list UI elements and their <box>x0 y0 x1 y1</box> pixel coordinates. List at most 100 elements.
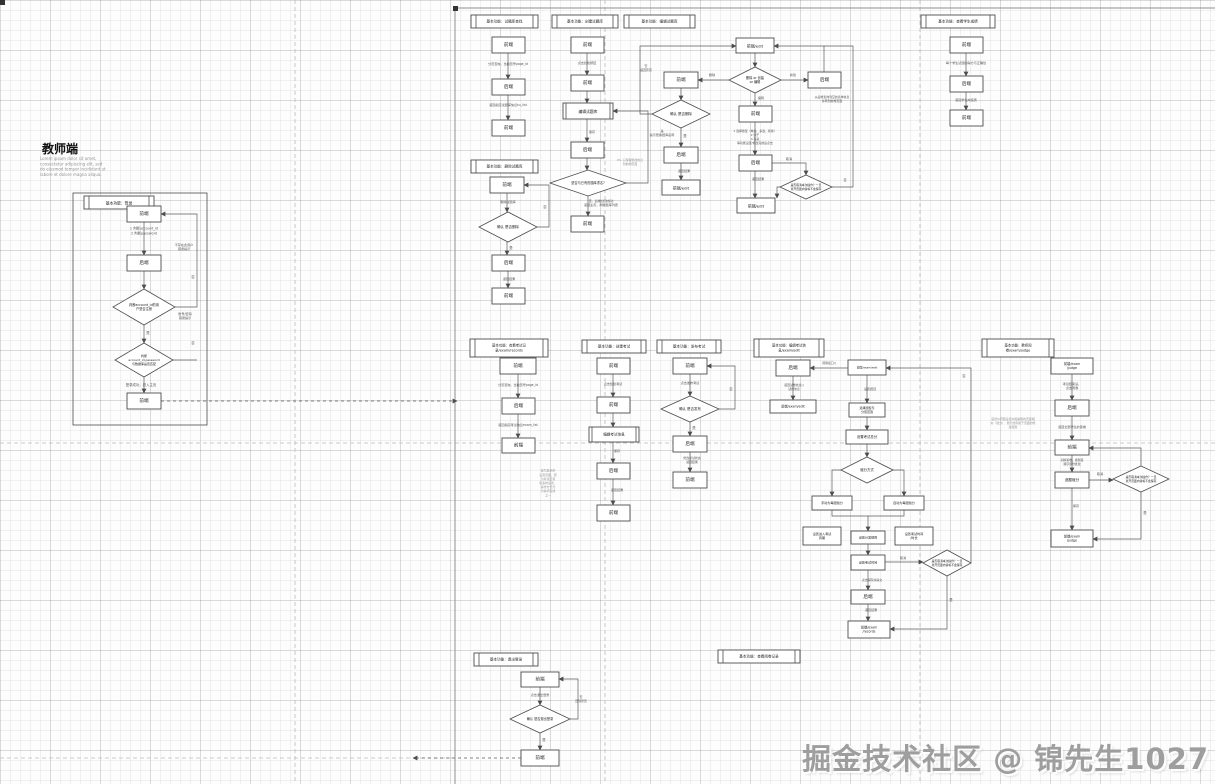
svg-text:是: 是 <box>683 133 687 138</box>
svg-text:点击保存并提交: 点击保存并提交 <box>862 577 882 582</box>
header-judge-records: 基本功能：查看阅卷记录 <box>717 649 801 664</box>
bank-edit-page-top: 前端/edit <box>735 37 775 54</box>
note-text: 较为复杂的设置页面，因为考试还有很多的设置，操作方式分为多步完成之一 <box>539 468 556 498</box>
svg-text:前端/exam/judge: 前端/exam/judge <box>1064 361 1080 370</box>
svg-text:登录成功，进入主页: 登录成功，进入主页 <box>126 382 157 387</box>
svg-text:虽然UI界面设置中和编辑的页面相似（赋分），但仍然有属于页面: 虽然UI界面设置中和编辑的页面相似（赋分），但仍然有属于页面的修改权限 <box>991 416 1036 429</box>
flow-arrow <box>1092 492 1142 542</box>
flow-arrow <box>889 576 948 632</box>
svg-text:P.S. 只保留修改信息到前端页面: P.S. 只保留修改信息到前端页面 <box>617 157 643 166</box>
edge-label: 取消 <box>1097 471 1103 476</box>
svg-text:分页查询，当前页号page_id: 分页查询，当前页号page_id <box>488 61 528 66</box>
header-exam-create: 基本功能：创建考试 <box>581 339 647 354</box>
svg-text:删除: 删除 <box>709 72 716 77</box>
logout-confirm: 确认 是否退出登录 <box>509 704 571 734</box>
edge-label: 修改考试状态返回结果 <box>683 455 700 464</box>
edge-label: 删除 <box>709 72 716 77</box>
svg-text:前端: 前端 <box>583 220 593 227</box>
exam-edit-qtype-box: 选择题型与分值范围 <box>848 402 886 418</box>
svg-text:前端/exam/edit: 前端/exam/edit <box>857 366 879 370</box>
bank-create-dup-check: 是否与已有的题库重名? <box>548 169 628 197</box>
edge-label: 返回结果 <box>752 176 764 181</box>
edge-label: 返回学生成绩表 <box>955 97 977 102</box>
header-student-scores: 基本功能：查看学生成绩 <box>920 14 996 29</box>
bank-create-frontend-2: 前端 <box>570 74 605 92</box>
edge-label: 登录成功，进入主页 <box>126 382 157 387</box>
svg-text:是否与已有的题库重名?: 是否与已有的题库重名? <box>571 180 605 185</box>
edge-label: 点击创建考试 <box>604 381 623 386</box>
svg-text:点击退出登录: 点击退出登录 <box>531 692 550 697</box>
svg-text:后端: 后端 <box>583 146 593 153</box>
edge-label: 是 <box>692 425 696 430</box>
exam-create-frontend-1: 前端 <box>596 357 631 375</box>
svg-text:后端: 后端 <box>962 80 972 87</box>
bank-create-frontend-1: 前端 <box>570 36 605 54</box>
svg-text:基本功能：创建试题库: 基本功能：创建试题库 <box>567 19 603 24</box>
svg-text:删除试题库: 删除试题库 <box>500 199 515 204</box>
svg-text:前端: 前端 <box>504 292 514 299</box>
flow-arrow <box>831 510 871 532</box>
svg-text:前端/edit: 前端/edit <box>673 185 690 190</box>
edge-label: 考试结束后，点击阅卷 <box>1063 381 1082 390</box>
svg-text:基本功能：删除试题库: 基本功能：删除试题库 <box>487 164 523 169</box>
edge-label: 点击退出登录 <box>531 692 550 697</box>
svg-text:前端: 前端 <box>583 79 593 86</box>
records-frontend-2: 前端 <box>501 437 536 454</box>
svg-text:确认 是否发布: 确认 是否发布 <box>679 406 702 411</box>
publish-confirm: 确认 是否发布 <box>660 395 720 423</box>
edge-label: 返回结果 <box>678 168 690 173</box>
svg-text:前端: 前端 <box>1067 443 1077 450</box>
svg-text:后端: 后端 <box>685 440 695 447</box>
edge-label: 否 <box>962 374 966 378</box>
judge-page-bottom: 前端/exam/judge <box>1050 529 1094 548</box>
svg-text:前端: 前端 <box>609 509 619 516</box>
edge-label: 返回结果 <box>503 276 515 281</box>
svg-text:前端: 前端 <box>583 41 593 48</box>
edge-label: 点击保存并提交 <box>862 577 882 582</box>
judge-page-top: 前端/exam/judge <box>1050 357 1094 375</box>
header-bank-search: 基本功能：试题库查找 <box>470 14 539 29</box>
corner-marker <box>453 6 458 11</box>
svg-text:手动为每题赋分: 手动为每题赋分 <box>821 500 843 505</box>
svg-text:1 选择题型（单选、多选、简答）2 题干3 答案等功能设置/: 1 选择题型（单选、多选、简答）2 题干3 答案等功能设置/修改完成后点击 <box>733 128 776 145</box>
login-container <box>72 192 208 426</box>
svg-text:否，后端创建成功返回主页，刷新题库列表: 否，后端创建成功返回主页，刷新题库列表 <box>584 198 618 207</box>
svg-text:前端: 前端 <box>609 362 619 369</box>
flow-arrow <box>893 469 907 497</box>
svg-text:账号/密码错误提示: 账号/密码错误提示 <box>178 311 191 320</box>
svg-text:分页查询，当前页号page_id: 分页查询，当前页号page_id <box>498 382 538 387</box>
edge-label: 从后端查询到空的表单信息并转到前端页面 <box>815 94 850 103</box>
bank-create-frontend-3: 前端 <box>570 215 605 233</box>
svg-text:确认 是否删除: 确认 是否删除 <box>497 224 520 229</box>
bank-create-backend: 后端 <box>570 141 605 159</box>
svg-text:保存: 保存 <box>1073 503 1079 508</box>
bank-edit-del-frontend: 前端 <box>663 71 699 89</box>
header-exam-publish: 基本功能：发布考试 <box>656 339 722 354</box>
edge-label: 返回全部学生的答卷 <box>1058 424 1087 429</box>
svg-text:前端: 前端 <box>609 401 619 408</box>
svg-text:设置题目: 设置题目 <box>864 386 876 391</box>
edge-label: 否返回原页 <box>640 64 652 72</box>
edge-label: 分页查询，当前页号page_id <box>488 61 528 66</box>
login-backend: 后端 <box>126 254 162 272</box>
login-check-account: 判断account_id的用户是否注册 <box>112 288 176 326</box>
svg-text:是: 是 <box>949 597 953 602</box>
svg-text:前端: 前端 <box>139 397 149 404</box>
svg-text:返回结果: 返回结果 <box>611 487 623 492</box>
edge-label: 调用接口() <box>822 360 836 365</box>
svg-text:设置考试时间: 设置考试时间 <box>859 560 878 565</box>
svg-text:Lorem ipsum dolor sit amet,con: Lorem ipsum dolor sit amet,consectetur a… <box>40 156 106 177</box>
svg-text:返回指定试题库信息ku_list: 返回指定试题库信息ku_list <box>489 102 527 107</box>
bank-edit-new-backend: 后端 <box>807 71 842 89</box>
exam-edit-manual-box: 手动为每题赋分 <box>811 495 853 511</box>
svg-text:基本功能：创建考试: 基本功能：创建考试 <box>598 344 631 349</box>
edge-label: 否，后端创建成功返回主页，刷新题库列表 <box>584 198 618 207</box>
svg-text:设置考试总分: 设置考试总分 <box>857 434 878 439</box>
header-exam-edit: 基本功能：编辑考试信息/exam/edit <box>753 338 825 358</box>
header-exam-records: 基本功能：查看考试记录/exam/records <box>469 338 549 358</box>
svg-text:返回结果: 返回结果 <box>752 176 764 181</box>
edge-label: 是 <box>683 133 687 138</box>
edge-label: 返回结果 <box>611 487 623 492</box>
